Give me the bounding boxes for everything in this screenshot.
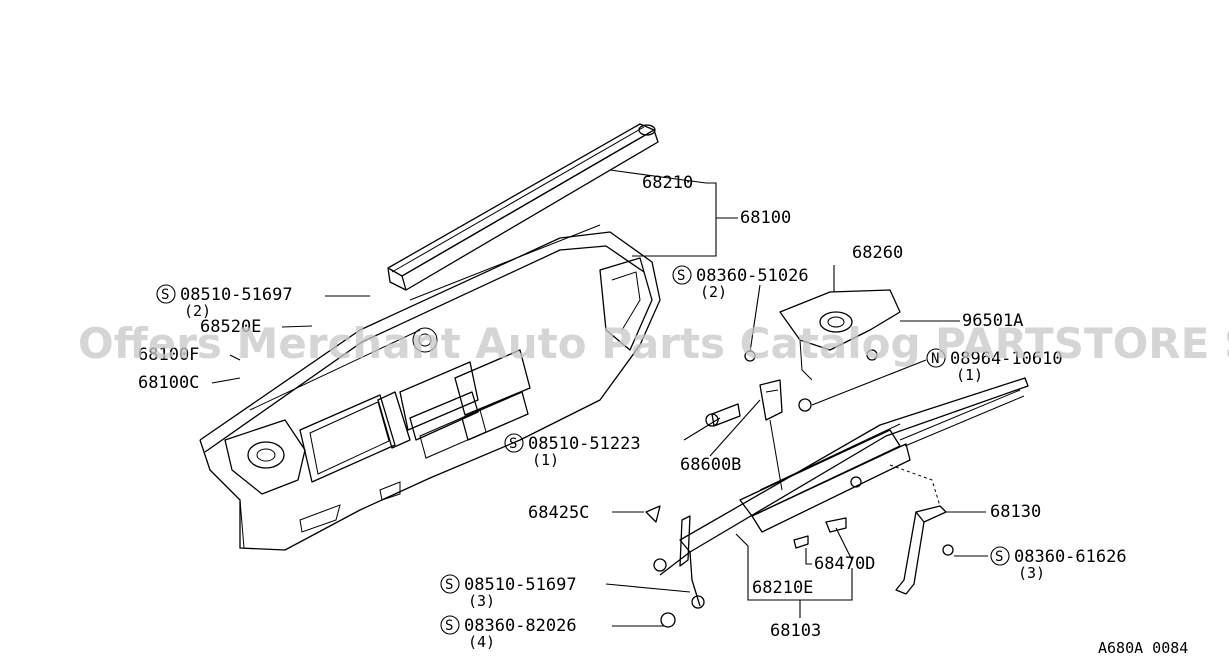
label-68425c: 68425C (528, 503, 589, 523)
label-96501a: 96501A (962, 311, 1023, 331)
qty-08510-51697-bottom: (3) (468, 592, 495, 610)
diagram-reference: A680A 0084 (1098, 639, 1188, 657)
leader-lines (211, 169, 988, 627)
label-08360-61626: 08360-61626 (1014, 547, 1127, 567)
screw-letter: S (509, 436, 517, 452)
nut-symbol-08964-10610: N (926, 348, 946, 368)
nut-letter: N (931, 351, 939, 367)
screw-symbol-08510-51697-bottom: S (440, 574, 460, 594)
qty-08510-51223: (1) (532, 451, 559, 469)
cross-member-68103 (645, 377, 1029, 628)
label-68210: 68210 (642, 173, 693, 193)
screw-letter: S (445, 618, 453, 634)
label-68100f: 68100F (138, 345, 199, 365)
bracket-68130 (889, 464, 954, 595)
label-08510-51223: 08510-51223 (528, 434, 641, 454)
label-08360-82026: 08360-82026 (464, 616, 577, 636)
label-68210e: 68210E (752, 578, 813, 598)
label-08360-51026: 08360-51026 (696, 266, 809, 286)
screw-letter: S (161, 287, 169, 303)
label-68130: 68130 (990, 502, 1041, 522)
screw-symbol-08510-51223: S (504, 433, 524, 453)
label-68103: 68103 (770, 621, 821, 641)
label-68100c: 68100C (138, 373, 199, 393)
label-68100: 68100 (740, 208, 791, 228)
label-08510-51697-top: 08510-51697 (180, 285, 293, 305)
screw-letter: S (995, 549, 1003, 565)
qty-08964-10610: (1) (956, 366, 983, 384)
screw-letter: S (445, 577, 453, 593)
qty-08360-82026: (4) (468, 633, 495, 651)
instrument-panel-68100 (199, 224, 661, 551)
screw-letter: S (677, 268, 685, 284)
screw-symbol-08360-51026: S (672, 265, 692, 285)
label-68470d: 68470D (814, 554, 875, 574)
screw-symbol-08360-82026: S (440, 615, 460, 635)
qty-08510-51697-top: (2) (184, 302, 211, 320)
screw-symbol-08360-61626: S (990, 546, 1010, 566)
part-labels: 68210 68100 68260 S 08360-51026 (2) 9650… (138, 173, 1127, 651)
label-08510-51697-bottom: 08510-51697 (464, 575, 577, 595)
watermark-text: Offers Merchant Auto Parts Catalog PARTS… (78, 319, 1229, 368)
qty-08360-51026: (2) (700, 283, 727, 301)
label-68600b: 68600B (680, 455, 741, 475)
qty-08360-61626: (3) (1018, 564, 1045, 582)
label-08964-10610: 08964-10610 (950, 349, 1063, 369)
label-68520e: 68520E (200, 317, 261, 337)
bracket-68260 (779, 289, 901, 412)
molding-strip-68210 (387, 123, 659, 291)
screw-symbol-08510-51697-top: S (156, 284, 176, 304)
label-68260: 68260 (852, 243, 903, 263)
